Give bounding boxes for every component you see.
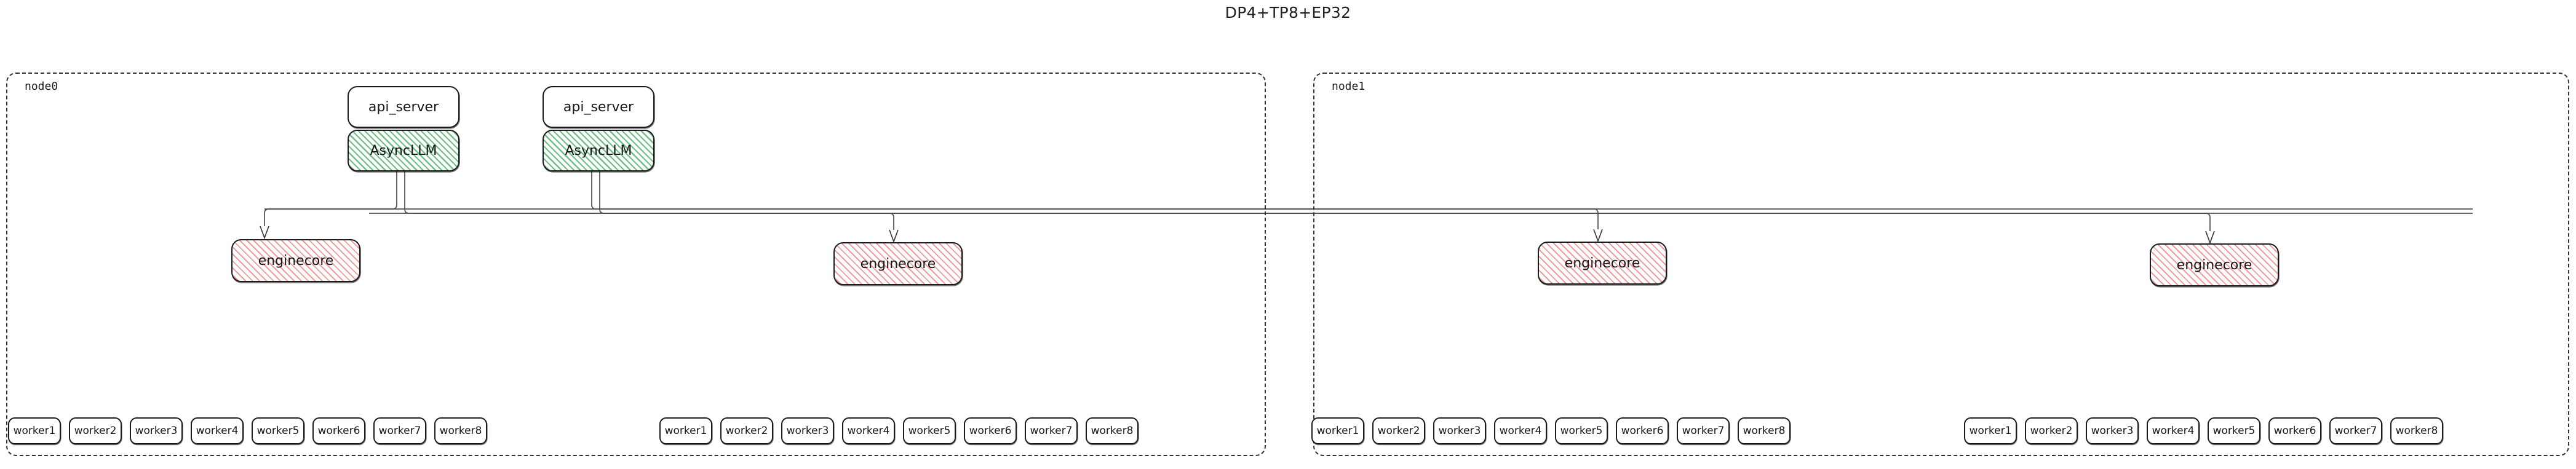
api-server-box[interactable]: api_server <box>348 86 459 128</box>
worker-label: worker3 <box>1438 425 1481 437</box>
cluster-label-node1: node1 <box>1332 80 1366 93</box>
worker-box[interactable]: worker6 <box>964 417 1017 444</box>
worker-label: worker5 <box>256 425 300 437</box>
worker-label: worker7 <box>378 425 421 437</box>
worker-label: worker7 <box>2334 425 2377 437</box>
worker-label: worker4 <box>2152 425 2195 437</box>
worker-label: worker7 <box>1682 425 1725 437</box>
worker-box[interactable]: worker2 <box>69 417 122 444</box>
worker-label: worker2 <box>74 425 117 437</box>
worker-box[interactable]: worker7 <box>1025 417 1078 444</box>
enginecore-label: enginecore <box>2176 257 2252 273</box>
worker-label: worker2 <box>2030 425 2073 437</box>
asyncllm-box[interactable]: AsyncLLM <box>543 130 654 171</box>
worker-box[interactable]: worker4 <box>1494 417 1547 444</box>
api-server-box[interactable]: api_server <box>543 86 654 128</box>
worker-box[interactable]: worker3 <box>130 417 183 444</box>
worker-box[interactable]: worker3 <box>1433 417 1486 444</box>
worker-label: worker6 <box>969 425 1012 437</box>
worker-box[interactable]: worker6 <box>2268 417 2321 444</box>
worker-label: worker1 <box>13 425 56 437</box>
worker-label: worker2 <box>725 425 768 437</box>
worker-label: worker8 <box>2395 425 2438 437</box>
worker-label: worker6 <box>1621 425 1664 437</box>
worker-box[interactable]: worker8 <box>1738 417 1791 444</box>
worker-box[interactable]: worker1 <box>659 417 712 444</box>
worker-box[interactable]: worker2 <box>2025 417 2078 444</box>
worker-box[interactable]: worker1 <box>1964 417 2017 444</box>
worker-box[interactable]: worker8 <box>434 417 487 444</box>
worker-box[interactable]: worker8 <box>2390 417 2443 444</box>
worker-label: worker1 <box>664 425 707 437</box>
worker-box[interactable]: worker5 <box>1555 417 1608 444</box>
worker-box[interactable]: worker3 <box>781 417 834 444</box>
worker-label: worker3 <box>135 425 178 437</box>
cluster-node0[interactable]: node0 <box>6 73 1266 456</box>
worker-box[interactable]: worker5 <box>2208 417 2260 444</box>
worker-box[interactable]: worker7 <box>373 417 426 444</box>
worker-box[interactable]: worker5 <box>252 417 304 444</box>
worker-label: worker5 <box>1560 425 1603 437</box>
worker-box[interactable]: worker4 <box>191 417 244 444</box>
worker-label: worker8 <box>439 425 482 437</box>
worker-label: worker1 <box>1316 425 1359 437</box>
worker-box[interactable]: worker1 <box>8 417 61 444</box>
worker-label: worker4 <box>847 425 890 437</box>
enginecore-box[interactable]: enginecore <box>231 239 360 282</box>
api-server-label: api_server <box>368 99 439 115</box>
enginecore-label: enginecore <box>860 256 936 272</box>
enginecore-label: enginecore <box>1564 255 1640 271</box>
worker-label: worker2 <box>1377 425 1420 437</box>
worker-box[interactable]: worker2 <box>1372 417 1425 444</box>
worker-box[interactable]: worker6 <box>312 417 365 444</box>
worker-box[interactable]: worker8 <box>1086 417 1139 444</box>
worker-label: worker5 <box>2212 425 2256 437</box>
worker-box[interactable]: worker4 <box>2147 417 2200 444</box>
worker-box[interactable]: worker3 <box>2086 417 2139 444</box>
asyncllm-label: AsyncLLM <box>370 143 437 159</box>
worker-label: worker1 <box>1969 425 2012 437</box>
worker-label: worker4 <box>196 425 239 437</box>
worker-label: worker8 <box>1743 425 1786 437</box>
enginecore-box[interactable]: enginecore <box>833 242 963 285</box>
worker-label: worker7 <box>1030 425 1073 437</box>
worker-box[interactable]: worker2 <box>720 417 773 444</box>
api-server-label: api_server <box>563 99 634 115</box>
enginecore-label: enginecore <box>258 253 334 269</box>
enginecore-box[interactable]: enginecore <box>1538 242 1667 285</box>
worker-box[interactable]: worker4 <box>842 417 895 444</box>
worker-box[interactable]: worker6 <box>1616 417 1669 444</box>
cluster-label-node0: node0 <box>25 80 58 93</box>
worker-label: worker6 <box>317 425 360 437</box>
worker-box[interactable]: worker7 <box>2329 417 2382 444</box>
worker-label: worker3 <box>2091 425 2134 437</box>
worker-box[interactable]: worker7 <box>1677 417 1730 444</box>
worker-box[interactable]: worker1 <box>1311 417 1364 444</box>
worker-label: worker8 <box>1091 425 1134 437</box>
enginecore-box[interactable]: enginecore <box>2150 243 2279 286</box>
asyncllm-box[interactable]: AsyncLLM <box>348 130 459 171</box>
worker-label: worker3 <box>786 425 829 437</box>
asyncllm-label: AsyncLLM <box>565 143 632 159</box>
worker-box[interactable]: worker5 <box>903 417 956 444</box>
worker-label: worker6 <box>2273 425 2316 437</box>
worker-label: worker4 <box>1499 425 1542 437</box>
worker-label: worker5 <box>908 425 951 437</box>
page-title: DP4+TP8+EP32 <box>1225 4 1351 22</box>
cluster-node1[interactable]: node1 <box>1313 73 2569 456</box>
